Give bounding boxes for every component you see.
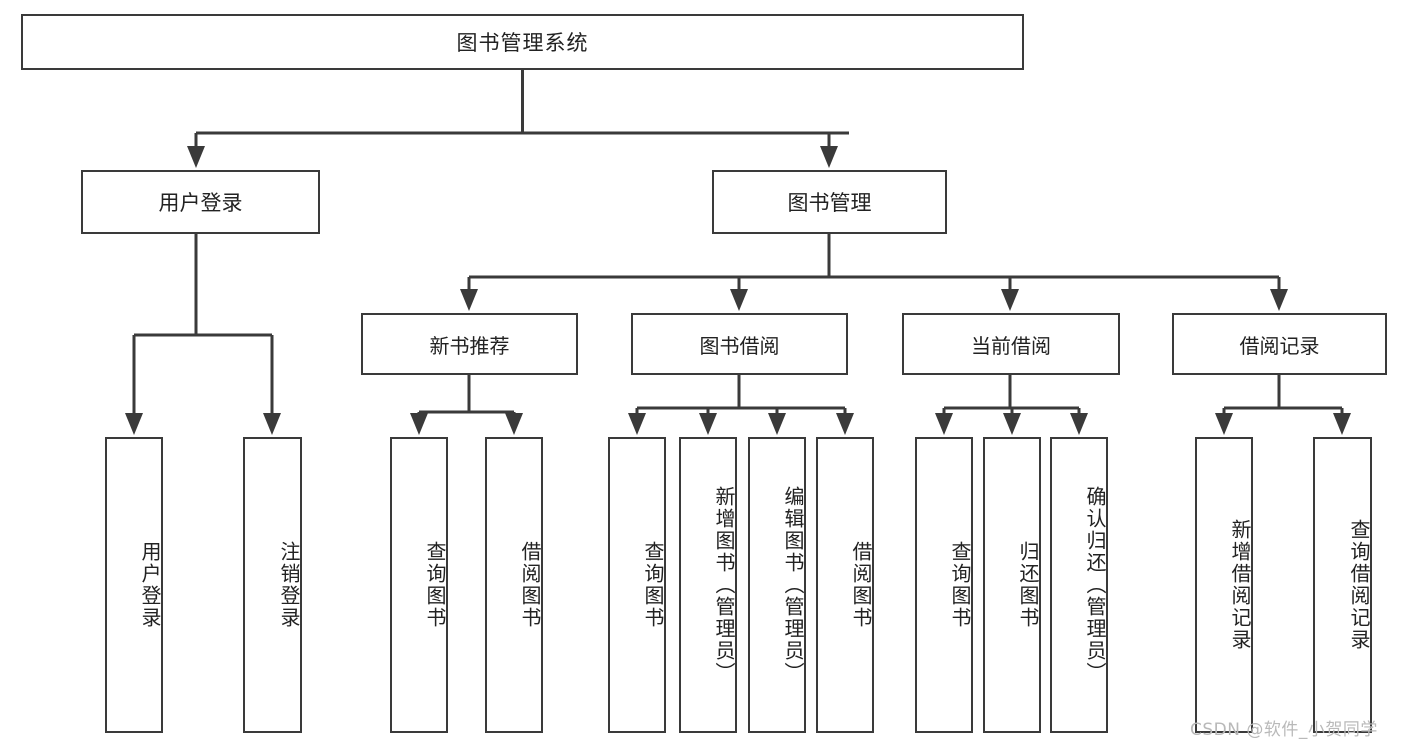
leaf-node-1[interactable]: 注销登录 <box>243 437 302 733</box>
leaf-node-8[interactable]: 查询图书 <box>915 437 973 733</box>
leaf-node-7[interactable]: 借阅图书 <box>816 437 874 733</box>
node-label: 新增图书（管理员） <box>712 486 736 684</box>
node-label: 借阅图书 <box>849 541 873 629</box>
node-label: 注销登录 <box>277 541 301 629</box>
leaf-node-5[interactable]: 新增图书（管理员） <box>679 437 737 733</box>
leaf-node-10[interactable]: 确认归还（管理员） <box>1050 437 1108 733</box>
level3-node-3[interactable]: 借阅记录 <box>1172 313 1387 375</box>
leaf-node-9[interactable]: 归还图书 <box>983 437 1041 733</box>
leaf-node-11[interactable]: 新增借阅记录 <box>1195 437 1253 733</box>
node-label: 新书推荐 <box>429 333 510 358</box>
node-label: 借阅记录 <box>1239 333 1320 358</box>
level2-node-1[interactable]: 图书管理 <box>712 170 947 234</box>
node-label: 查询图书 <box>948 541 972 629</box>
leaf-node-6[interactable]: 编辑图书（管理员） <box>748 437 806 733</box>
node-label: 确认归还（管理员） <box>1083 486 1107 684</box>
leaf-node-2[interactable]: 查询图书 <box>390 437 448 733</box>
arrow-head-icon <box>1070 413 1088 435</box>
arrow-head-icon <box>699 413 717 435</box>
node-label: 查询借阅记录 <box>1347 519 1371 651</box>
node-label: 编辑图书（管理员） <box>781 486 805 684</box>
node-label: 图书借阅 <box>699 333 780 358</box>
arrow-head-icon <box>1001 289 1019 311</box>
arrow-head-icon <box>1270 289 1288 311</box>
node-label: 图书管理系统 <box>456 31 589 55</box>
leaf-node-4[interactable]: 查询图书 <box>608 437 666 733</box>
node-label: 归还图书 <box>1016 541 1040 629</box>
arrow-head-icon <box>768 413 786 435</box>
arrow-head-icon <box>125 413 143 435</box>
arrow-head-icon <box>820 146 838 168</box>
arrow-head-icon <box>730 289 748 311</box>
level3-node-0[interactable]: 新书推荐 <box>361 313 578 375</box>
arrow-head-icon <box>187 146 205 168</box>
arrow-head-icon <box>836 413 854 435</box>
node-label: 当前借阅 <box>971 333 1051 358</box>
arrow-head-icon <box>460 289 478 311</box>
node-label: 查询图书 <box>641 541 665 629</box>
leaf-node-12[interactable]: 查询借阅记录 <box>1313 437 1372 733</box>
node-label: 图书管理 <box>787 191 872 215</box>
root-node-book-management-system[interactable]: 图书管理系统 <box>21 14 1024 70</box>
arrow-head-icon <box>263 413 281 435</box>
csdn-watermark: CSDN @软件_小贺同学 <box>1190 720 1378 740</box>
leaf-node-0[interactable]: 用户登录 <box>105 437 163 733</box>
node-label: 新增借阅记录 <box>1228 519 1252 651</box>
arrow-head-icon <box>410 413 428 435</box>
node-label: 查询图书 <box>423 541 447 629</box>
node-label: 用户登录 <box>158 191 243 215</box>
level2-node-0[interactable]: 用户登录 <box>81 170 320 234</box>
arrow-head-icon <box>935 413 953 435</box>
arrow-head-icon <box>1333 413 1351 435</box>
leaf-node-3[interactable]: 借阅图书 <box>485 437 543 733</box>
level3-node-1[interactable]: 图书借阅 <box>631 313 848 375</box>
arrow-head-icon <box>1215 413 1233 435</box>
arrow-head-icon <box>628 413 646 435</box>
arrow-head-icon <box>1003 413 1021 435</box>
node-label: 借阅图书 <box>518 541 542 629</box>
node-label: 用户登录 <box>138 541 162 629</box>
level3-node-2[interactable]: 当前借阅 <box>902 313 1120 375</box>
arrow-head-icon <box>505 413 523 435</box>
